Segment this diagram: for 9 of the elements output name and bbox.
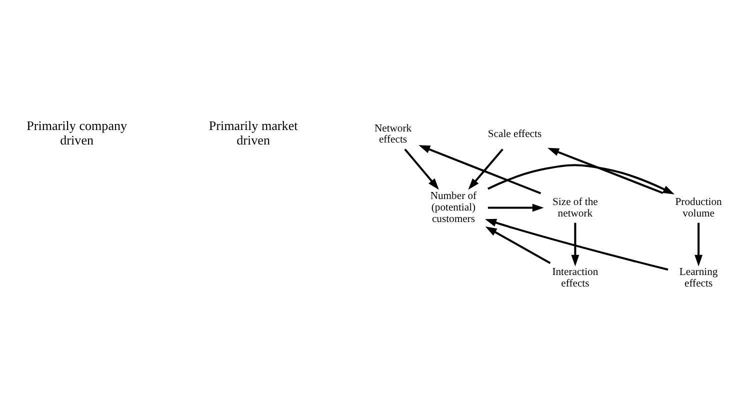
- label: Primarily market driven: [208, 117, 298, 148]
- node-text: Size of the network: [552, 196, 598, 219]
- node-text: Number of (potential) customers: [430, 190, 477, 224]
- node-text: Production volume: [675, 196, 722, 219]
- node-text: Scale effects: [488, 128, 542, 140]
- node-text: Interaction effects: [552, 266, 598, 290]
- node-text: Network effects: [374, 122, 412, 146]
- label: Primarily company driven: [26, 117, 128, 148]
- node-text: Learning effects: [679, 266, 718, 290]
